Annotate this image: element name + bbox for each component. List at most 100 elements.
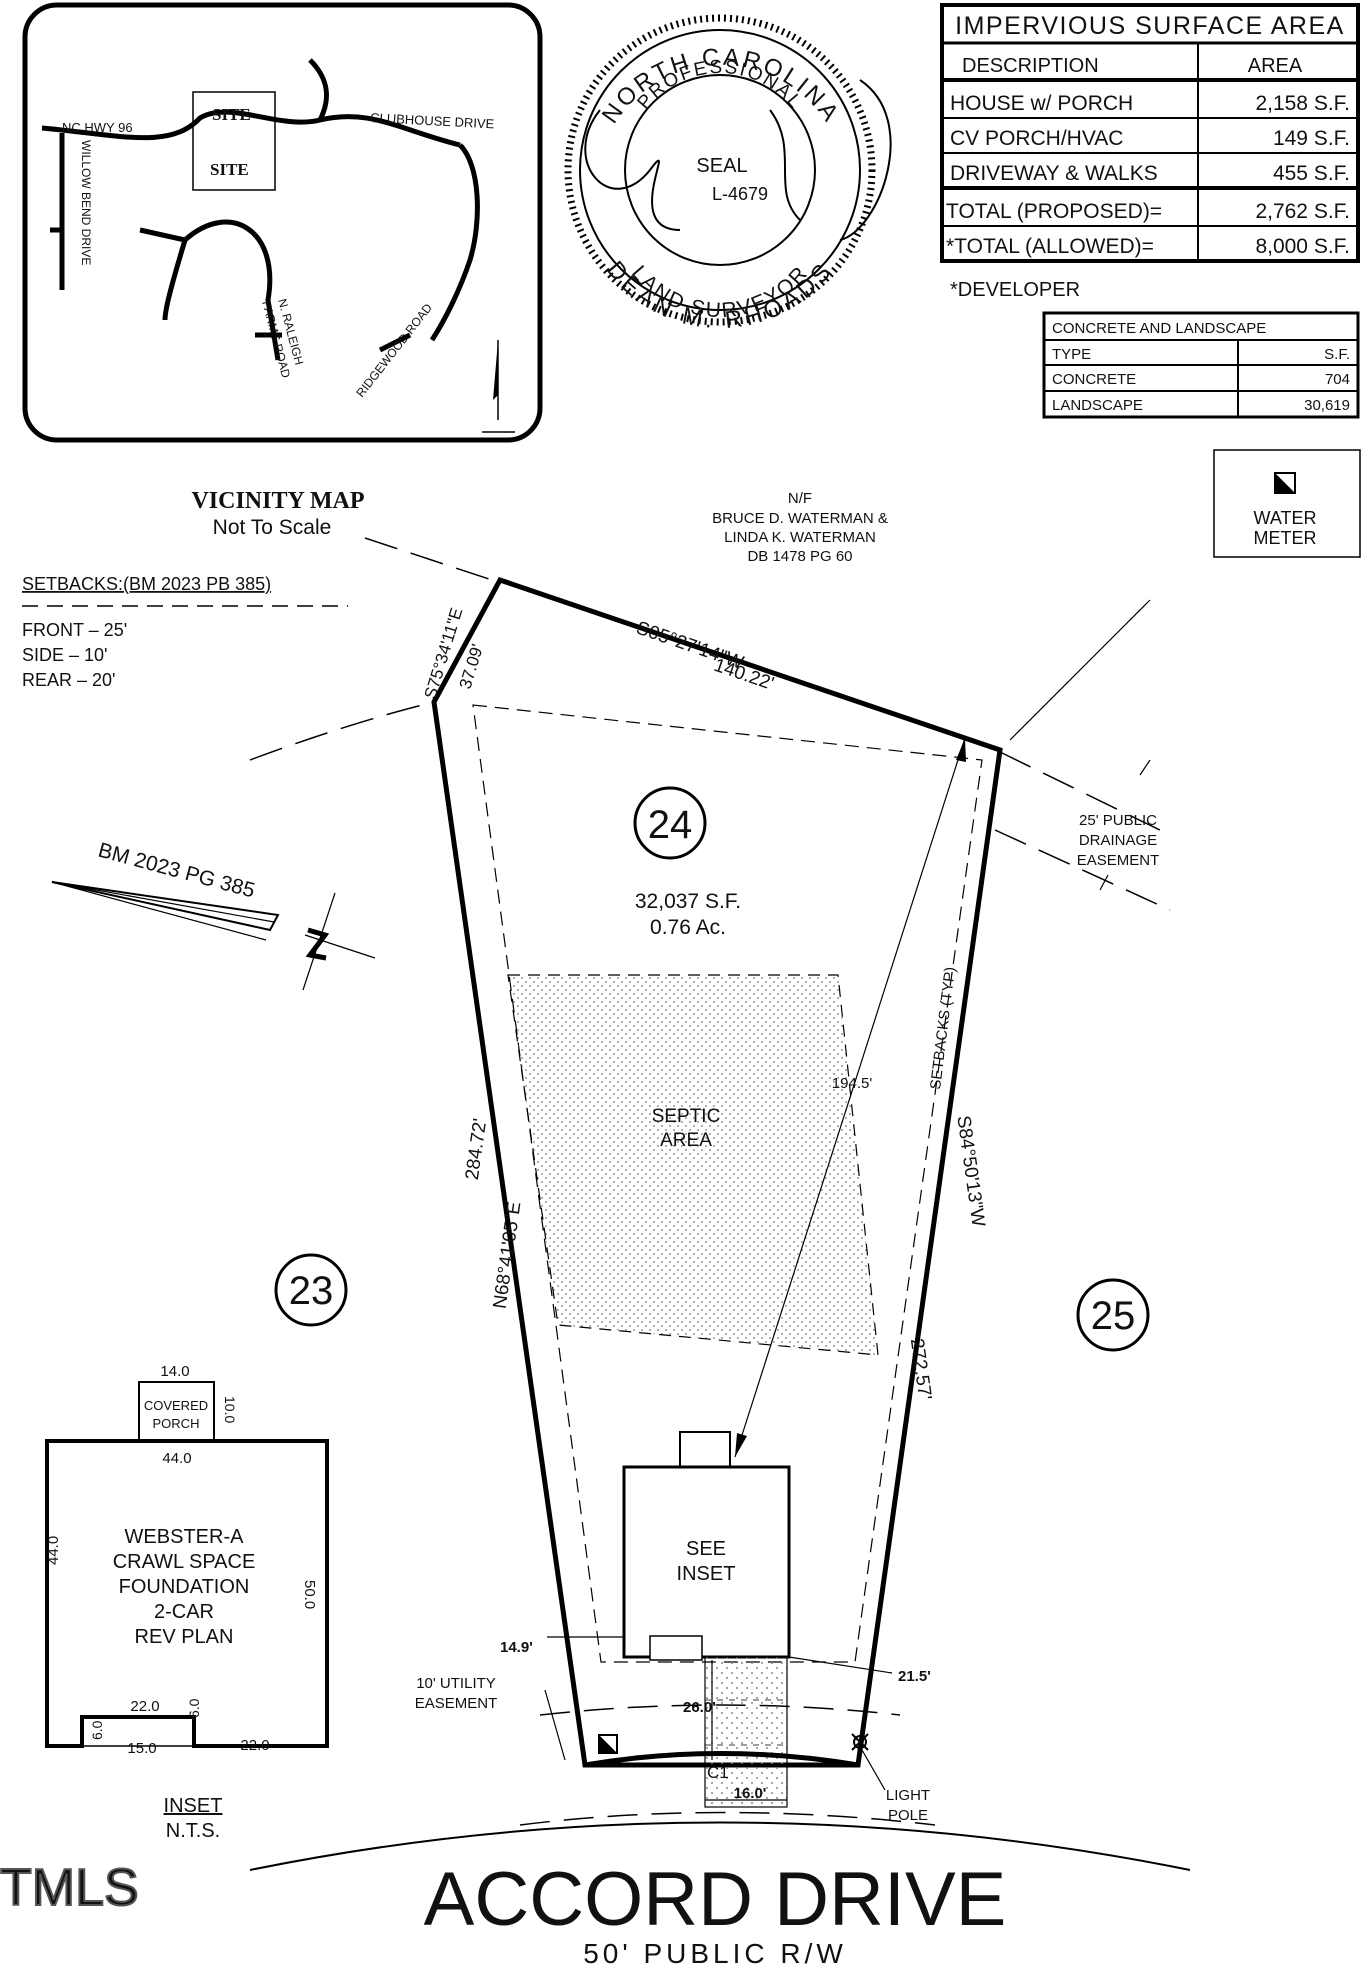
inset-dim-22a: 22.0 xyxy=(130,1698,159,1715)
street-name: ACCORD DRIVE xyxy=(424,1857,1007,1942)
watermark: TMLS xyxy=(0,1859,139,1917)
impervious-total-allowed-value: 8,000 S.F. xyxy=(1255,235,1350,258)
utility-easement-line xyxy=(539,1704,901,1716)
surveyor-seal: NORTH CAROLINA PROFESSIONAL LAND SURVEYO… xyxy=(564,14,892,334)
tick xyxy=(1139,759,1151,776)
drive-width: 16.0' xyxy=(734,1785,767,1802)
leader-line xyxy=(1009,599,1151,741)
arrowhead-icon xyxy=(956,738,966,762)
light-pole-icon xyxy=(851,1733,869,1751)
water-meter-line1: WATER xyxy=(1254,508,1317,528)
seal-state-text: NORTH CAROLINA xyxy=(597,44,843,129)
seal-number: L-4679 xyxy=(712,184,768,204)
front-property-line xyxy=(584,1751,859,1768)
drainage-easement-label-2: DRAINAGE xyxy=(1079,832,1157,849)
signature-scribble xyxy=(584,79,892,241)
impervious-header-area: AREA xyxy=(1248,55,1303,77)
lot-25-circle xyxy=(1076,1278,1150,1352)
diagonal-dim: 194.5' xyxy=(832,1075,873,1092)
impervious-footnote: *DEVELOPER xyxy=(950,279,1080,301)
right-offset-line xyxy=(788,1656,893,1674)
impervious-row-2-area: 149 S.F. xyxy=(1273,127,1350,150)
septic-label-1: SEPTIC xyxy=(652,1106,721,1127)
setbacks-side: SIDE – 10' xyxy=(22,645,107,665)
inset-garage-offset xyxy=(81,1716,195,1747)
inset-ref-2: INSET xyxy=(677,1563,736,1585)
right-offset: 21.5' xyxy=(898,1668,931,1685)
impervious-row-3-area: 455 S.F. xyxy=(1273,162,1350,185)
vicinity-map-title: VICINITY MAP xyxy=(191,488,364,514)
vicinity-map: SITE SITE NC HWY 96 CLUBHOUSE DRIVE WILL… xyxy=(22,2,543,443)
lot-23-circle xyxy=(274,1253,348,1327)
impervious-row-3-desc: DRIVEWAY & WALKS xyxy=(950,162,1158,185)
house-inset: 14.0 COVERED PORCH 10.0 44.0 44.0 50.0 W… xyxy=(45,1363,329,1757)
rear-line-extension xyxy=(364,537,499,583)
street-edge xyxy=(249,1821,1191,1871)
lot-25-number: 25 xyxy=(1091,1294,1136,1338)
inset-ref-1: SEE xyxy=(686,1538,726,1560)
impervious-total-proposed-value: 2,762 S.F. xyxy=(1255,200,1350,223)
street-row: 50' PUBLIC R/W xyxy=(583,1938,847,1969)
utility-easement-label-2: EASEMENT xyxy=(415,1695,498,1712)
road-label-willow-bend: WILLOW BEND DRIVE xyxy=(79,140,93,265)
road-spur xyxy=(308,58,330,122)
road-raleigh-farms xyxy=(183,219,281,361)
light-pole-label-1: LIGHT xyxy=(886,1787,930,1804)
arrow-line xyxy=(51,881,275,923)
seal-outer-ring xyxy=(564,14,876,326)
owner-line2: BRUCE D. WATERMAN & xyxy=(712,510,888,527)
inset-dim-6a: 6.0 xyxy=(186,1698,202,1718)
site-label-1: SITE xyxy=(212,105,251,124)
impervious-table: IMPERVIOUS SURFACE AREA DESCRIPTION AREA… xyxy=(940,3,1360,263)
diagonal-dim-line xyxy=(734,737,966,1458)
curve-label: C1 xyxy=(707,1763,729,1782)
landscape-row-2-type: LANDSCAPE xyxy=(1052,397,1143,414)
septic-label-2: AREA xyxy=(660,1130,712,1151)
landscape-row-1-type: CONCRETE xyxy=(1052,371,1136,388)
drainage-easement-label-3: EASEMENT xyxy=(1077,852,1160,869)
impervious-row-2-desc: CV PORCH/HVAC xyxy=(950,127,1123,150)
inset-porch-label-2: PORCH xyxy=(153,1416,200,1431)
drainage-easement-left xyxy=(249,701,436,761)
inset-porch-label-1: COVERED xyxy=(144,1398,208,1413)
road-label-ridgewood: RIDGEWOOD ROAD xyxy=(353,301,435,400)
impervious-total-allowed-label: *TOTAL (ALLOWED)= xyxy=(946,235,1154,258)
road-west-loop xyxy=(139,227,189,321)
owner-line4: DB 1478 PG 60 xyxy=(747,548,852,565)
vicinity-map-scale: Not To Scale xyxy=(213,516,332,539)
landscape-header-sf: S.F. xyxy=(1324,346,1350,363)
inset-porch-depth: 10.0 xyxy=(222,1396,238,1423)
right-of-way-line xyxy=(519,1811,936,1826)
impervious-row-1-area: 2,158 S.F. xyxy=(1255,92,1350,115)
road-nc-hwy-96 xyxy=(41,109,461,148)
right-bearing: S84°50'13"W xyxy=(952,1114,988,1228)
drainage-easement-right-2 xyxy=(994,829,1171,911)
n-letter-icon xyxy=(305,927,330,961)
utility-easement-label-1: 10' UTILITY xyxy=(416,1675,496,1692)
bm-north-arrow: BM 2023 PG 385 xyxy=(51,839,376,991)
inset-right-depth: 50.0 xyxy=(301,1580,318,1609)
road-stub-3 xyxy=(378,332,412,353)
impervious-title: IMPERVIOUS SURFACE AREA xyxy=(955,12,1345,40)
impervious-total-proposed-label: TOTAL (PROPOSED)= xyxy=(946,200,1162,223)
lot-23-number: 23 xyxy=(289,1269,334,1313)
lot-number: 24 xyxy=(648,803,693,847)
bm-arrow-icon xyxy=(51,881,280,932)
inset-dim-22b: 22.0 xyxy=(240,1737,269,1754)
driveway xyxy=(704,1656,788,1808)
inset-dim-15: 15.0 xyxy=(127,1740,156,1757)
drive-length: 26.0' xyxy=(683,1699,716,1716)
seal-center: SEAL xyxy=(696,155,747,177)
utility-leader xyxy=(544,1689,566,1761)
lot-24: 24 32,037 S.F. 0.76 Ac. SEPTIC AREA SETB… xyxy=(431,576,1003,1808)
drainage-easement-label-1: 25' PUBLIC xyxy=(1079,812,1157,829)
inset-width: 44.0 xyxy=(162,1450,191,1467)
lot-area-sf: 32,037 S.F. xyxy=(635,890,741,913)
seal-ring-2 xyxy=(624,74,816,266)
impervious-row-1-desc: HOUSE w/ PORCH xyxy=(950,92,1133,115)
inset-plan-2: CRAWL SPACE xyxy=(113,1551,256,1573)
road-clubhouse-curve xyxy=(429,143,480,342)
septic-area xyxy=(507,974,879,1356)
setbacks-rear: REAR – 20' xyxy=(22,670,115,690)
